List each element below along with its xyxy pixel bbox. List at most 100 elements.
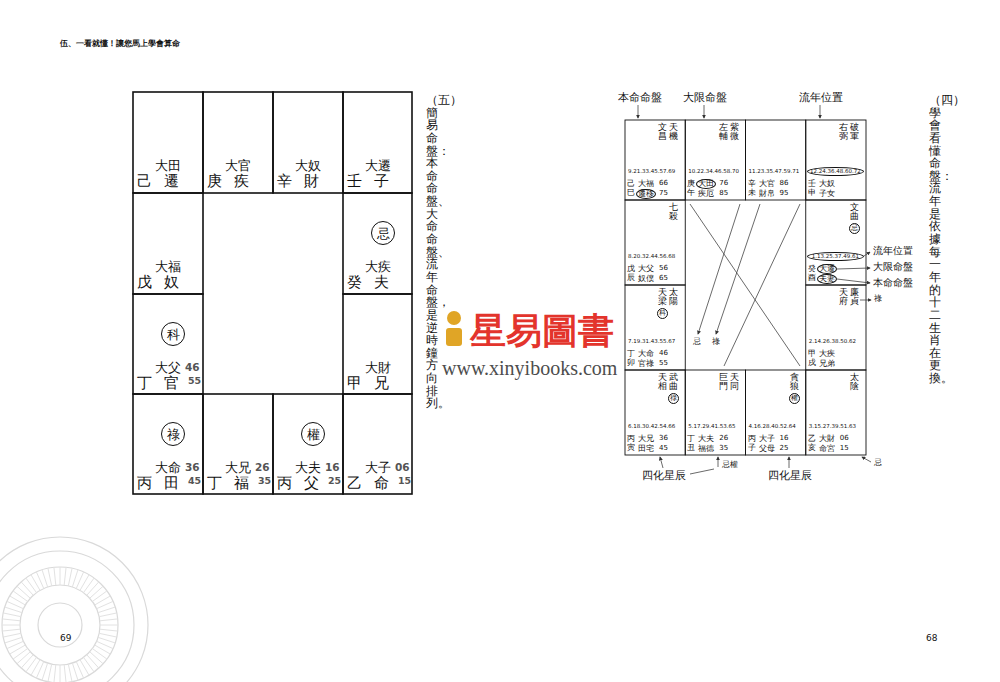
star-name: 文昌 bbox=[658, 123, 667, 142]
grid-cell-outline bbox=[133, 193, 203, 294]
decade-palace: 大兄 bbox=[638, 435, 654, 443]
age-range: 36 bbox=[185, 462, 200, 473]
leader-line bbox=[690, 469, 714, 474]
stem: 己 bbox=[137, 174, 152, 189]
compass-tick bbox=[90, 652, 103, 664]
compass-tick bbox=[92, 591, 107, 602]
section-caption: （四）學會看懂命盤：流年是依據每一年的十二生肖在更換。 bbox=[929, 94, 941, 385]
compass-tick bbox=[100, 629, 118, 631]
compass-tick bbox=[54, 567, 56, 585]
palace-name: 子 bbox=[374, 174, 389, 189]
compass-tick bbox=[21, 655, 33, 668]
sihua-mark: 忌 bbox=[850, 225, 859, 232]
year-numbers: 1.13.25.37.49.61 bbox=[808, 254, 863, 260]
age-range: 16 bbox=[325, 462, 340, 473]
leader-line bbox=[837, 279, 870, 283]
leader-line bbox=[704, 105, 705, 118]
year-numbers: 8.20.32.44.56.68 bbox=[628, 254, 675, 260]
star-name: 廉貞 bbox=[850, 288, 859, 307]
compass-tick bbox=[72, 663, 78, 680]
age-range: 55 bbox=[659, 360, 668, 367]
callout-label: 大限命盤 bbox=[873, 262, 913, 272]
stem: 辛 bbox=[277, 174, 292, 189]
age-range: 56 bbox=[659, 265, 668, 272]
decade-palace: 大遷 bbox=[818, 265, 836, 273]
age-range: 06 bbox=[395, 462, 410, 473]
star-name: 左輔 bbox=[719, 123, 728, 142]
age-range: 85 bbox=[719, 190, 728, 197]
palace-name: 父 bbox=[304, 476, 319, 491]
grid-cell-outline bbox=[625, 120, 685, 200]
grid-cell-outline bbox=[806, 370, 866, 455]
compass-tick bbox=[100, 619, 118, 621]
sihua-mark: 科 bbox=[658, 310, 667, 317]
sihua-mark: 祿 bbox=[162, 428, 184, 441]
year-numbers: 12.24.36.48.60.72 bbox=[808, 169, 863, 175]
stem-branch: 丙子 bbox=[748, 435, 756, 453]
compass-tick bbox=[64, 567, 66, 585]
callout-label: 流年位置 bbox=[799, 92, 843, 103]
palace-name: 官 bbox=[164, 376, 179, 391]
star-name: 七殺 bbox=[669, 203, 678, 222]
sihua-mark: 科 bbox=[162, 328, 184, 341]
running-head: 伍、一看就懂！讓您馬上學會算命 bbox=[60, 40, 180, 48]
highlight-oval: 大田 bbox=[696, 179, 716, 189]
decade-palace: 大福 bbox=[155, 260, 181, 273]
stem-branch: 戊辰 bbox=[627, 265, 635, 283]
decade-palace: 大命 bbox=[155, 461, 181, 474]
leader-line bbox=[820, 105, 821, 118]
compass-tick bbox=[7, 641, 23, 648]
sihua-circle: 忌 bbox=[371, 221, 395, 245]
stem: 丙 bbox=[137, 476, 152, 491]
page-number: 69 bbox=[60, 634, 71, 643]
decade-palace: 大福 bbox=[638, 180, 654, 188]
compass-tick bbox=[90, 586, 103, 598]
grid-cell-outline bbox=[625, 370, 685, 455]
compass-ring bbox=[0, 537, 148, 682]
grid-cell-outline bbox=[625, 285, 685, 370]
grid-cell-outline bbox=[203, 394, 273, 494]
palace-name: 疾厄 bbox=[698, 190, 714, 198]
decade-palace: 大兄 bbox=[225, 461, 251, 474]
compass-tick bbox=[99, 613, 117, 617]
grid-cell-outline bbox=[133, 92, 203, 193]
palace-name: 奴 bbox=[164, 275, 179, 290]
palace-name: 疾 bbox=[234, 174, 249, 189]
grid-cell-outline bbox=[133, 394, 203, 494]
year-numbers: 9.21.33.45.57.69 bbox=[628, 169, 675, 175]
stem: 癸 bbox=[347, 275, 362, 290]
age-range: 65 bbox=[659, 275, 668, 282]
palace-name: 福 bbox=[234, 476, 249, 491]
logo-body bbox=[446, 328, 462, 346]
leader-line bbox=[690, 204, 800, 366]
decade-palace: 大官 bbox=[759, 180, 775, 188]
compass-ornament bbox=[0, 537, 148, 682]
compass-tick bbox=[42, 663, 48, 680]
palace-name: 父母 bbox=[759, 445, 775, 453]
highlight-oval: 大遷 bbox=[817, 264, 837, 274]
palace-name: 兄 bbox=[374, 376, 389, 391]
compass-tick bbox=[87, 582, 99, 595]
compass-ring bbox=[2, 567, 118, 682]
star-name: 右弼 bbox=[839, 123, 848, 142]
stem-branch: 癸酉 bbox=[808, 265, 816, 283]
stem: 丁 bbox=[137, 376, 152, 391]
compass-tick bbox=[26, 578, 37, 593]
palace-cell: 大田己遷 bbox=[133, 92, 203, 193]
watermark: www.xinyibooks.com bbox=[442, 358, 617, 378]
age-range: 95 bbox=[780, 190, 789, 197]
highlight-oval: 1.13.25.37.49.61 bbox=[807, 252, 864, 261]
highlight-oval: 夫妻 bbox=[817, 274, 837, 284]
sihua-circle: 權 bbox=[301, 422, 325, 446]
star-name: 太陽 bbox=[669, 288, 678, 307]
stem: 乙 bbox=[347, 476, 362, 491]
palace-name: 奴僕 bbox=[638, 275, 654, 283]
compass-tick bbox=[2, 629, 20, 631]
leader-line bbox=[698, 204, 740, 334]
sihua-circle: 忌 bbox=[849, 223, 860, 234]
leader-line bbox=[660, 457, 663, 468]
compass-tick bbox=[21, 582, 33, 595]
palace-name: 田 bbox=[164, 476, 179, 491]
chart-cell: 科天梁太陽7.19.31.43.55.67丁卯大命官祿4655 bbox=[625, 285, 685, 370]
sihua-circle: 權 bbox=[789, 393, 800, 404]
